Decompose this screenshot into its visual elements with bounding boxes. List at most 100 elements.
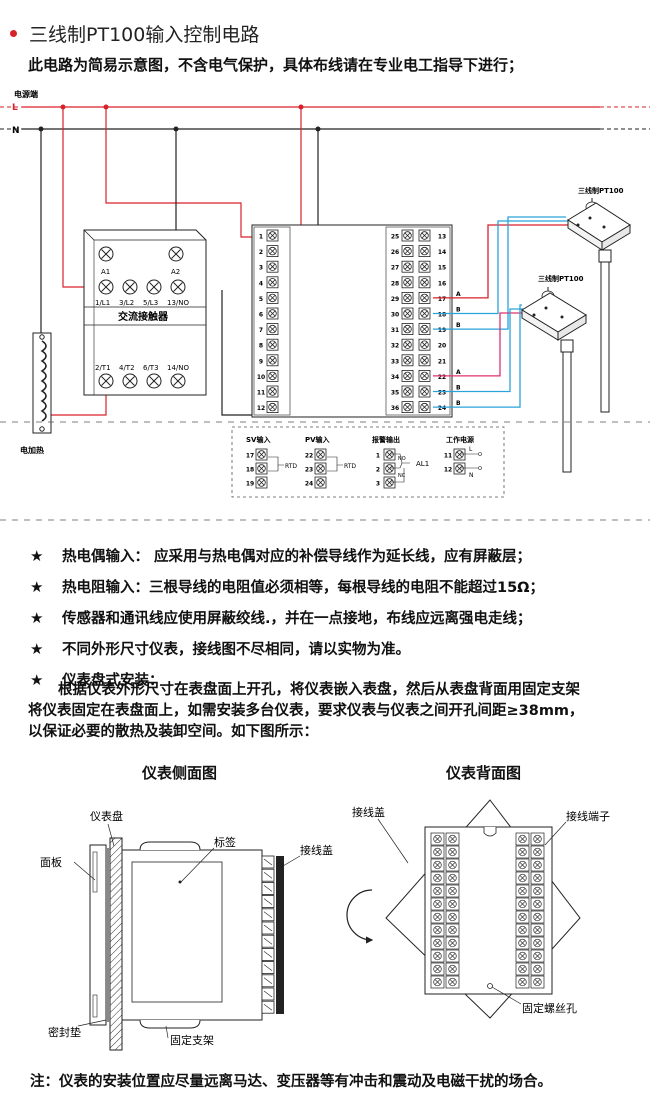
power-source-label: 电源端 <box>14 89 38 99</box>
terminal-number: 3 <box>259 265 263 272</box>
terminal-label: 接线端子 <box>566 809 610 823</box>
notes-list: ★热电偶输入： 应采用与热电偶对应的补偿导线作为延长线，应有屏蔽层； ★热电阻输… <box>30 540 640 695</box>
terminal-number: 12 <box>257 405 265 412</box>
pv-rtd-label: RTD <box>344 463 356 470</box>
back-view-title: 仪表背面图 <box>446 764 522 782</box>
terminal-number: 27 <box>391 265 399 272</box>
legend-terminal-number: 23 <box>305 467 313 474</box>
bracket-top <box>139 841 201 851</box>
wire-tag: B <box>456 307 461 314</box>
terminal-number: 21 <box>438 358 446 365</box>
star-icon: ★ <box>30 577 44 596</box>
star-icon: ★ <box>30 608 44 627</box>
footer-note: 注：仪表的安装位置应尽量远离马达、变压器等有冲击和震动及电磁干扰的场合。 <box>30 1074 552 1090</box>
note-item: ★仪表盘式安装： <box>30 670 164 690</box>
power-n-label: N <box>469 472 474 479</box>
screw-label: 固定螺丝孔 <box>522 1001 577 1015</box>
note-item: ★传感器和通讯线应使用屏蔽绞线.，并在一点接地，布线应远离强电走线； <box>30 608 532 628</box>
heater-label: 电加热 <box>20 445 44 455</box>
sv-rtd-label: RTD <box>285 463 297 470</box>
contactor-top-term: 13/NO <box>167 299 190 307</box>
install-paragraph: 根据仪表外形尺寸在表盘面上开孔，将仪表嵌入表盘，然后从表盘背面用固定支架 将仪表… <box>28 682 584 740</box>
legend-terminal-number: 18 <box>246 467 254 474</box>
alarm-al1-label: AL1 <box>416 460 429 468</box>
mounting-panel <box>109 837 123 1051</box>
page-title: 三线制PT100输入控制电路 <box>29 24 260 46</box>
terminal-number: 11 <box>257 390 265 397</box>
mounting-figures: 仪表盘 面板 标签 接线盖 密封垫 固定支架 接线盖 接线端子 固定螺丝孔 <box>40 799 610 1051</box>
terminal-number: 32 <box>391 343 399 350</box>
bullet-dot-icon <box>10 30 17 37</box>
terminal-number: 24 <box>438 405 446 412</box>
terminal-number: 5 <box>259 296 263 303</box>
back-view-figure: 接线盖 接线端子 固定螺丝孔 <box>346 799 610 1019</box>
terminal-number: 15 <box>438 265 446 272</box>
terminal-number: 18 <box>438 312 446 319</box>
line-l-label: L <box>12 103 18 113</box>
terminal-number: 13 <box>438 234 446 241</box>
cover-label-side: 接线盖 <box>300 843 333 857</box>
wire-tag: A <box>456 291 461 298</box>
contactor-top-term: 5/L3 <box>143 299 158 307</box>
terminal-number: 28 <box>391 280 399 287</box>
terminal-number: 10 <box>257 374 265 381</box>
bracket-label: 固定支架 <box>170 1033 214 1047</box>
wire-tag: B <box>456 385 461 392</box>
alarm-no-label: NO <box>398 456 406 462</box>
note-item: ★不同外形尺寸仪表，接线图不尽相同，请以实物为准。 <box>30 639 410 659</box>
contactor-bottom-term: 4/T2 <box>119 364 135 372</box>
coil-a2-label: A2 <box>171 268 180 276</box>
sensor-1-label: 三线制PT100 <box>578 186 624 195</box>
terminal-number: 31 <box>391 327 399 334</box>
contactor-bottom-term: 2/T1 <box>95 364 111 372</box>
coil-a1-label: A1 <box>101 268 110 276</box>
front-panel <box>89 844 107 1026</box>
contactor-bottom-term: 14/NO <box>167 364 190 372</box>
legend-terminal-number: 2 <box>376 467 380 474</box>
terminal-number: 25 <box>391 234 399 241</box>
wire-tag: B <box>456 400 461 407</box>
terminal-number: 23 <box>438 390 446 397</box>
label-area <box>131 861 223 1003</box>
seal-label: 密封垫 <box>48 1025 81 1039</box>
wire-tag: A <box>456 369 461 376</box>
fixing-screw-hole <box>487 983 493 989</box>
terminal-number: 33 <box>391 358 399 365</box>
terminal-cover <box>276 856 284 1014</box>
legend-terminal-number: 1 <box>376 453 380 460</box>
terminal-number: 8 <box>259 343 263 350</box>
page-subtitle: 此电路为简易示意图，不含电气保护，具体布线请在专业电工指导下进行； <box>28 56 524 74</box>
terminal-number: 35 <box>391 390 399 397</box>
legend-terminal-number: 3 <box>376 481 380 488</box>
terminal-number: 20 <box>438 343 446 350</box>
terminal-number: 22 <box>438 374 446 381</box>
section-title-row: 三线制PT100输入控制电路 <box>10 20 259 47</box>
terminal-number: 4 <box>259 280 263 287</box>
terminal-number: 36 <box>391 405 399 412</box>
panel-label: 仪表盘 <box>90 809 123 823</box>
side-view-title: 仪表侧面图 <box>142 764 218 782</box>
face-label: 面板 <box>40 855 62 869</box>
heater-element <box>32 332 52 434</box>
terminal-legend: SV输入 PV输入 报警输出 工作电源 1718192223241231112 … <box>231 426 505 498</box>
ac-contactor: A1 A2 1/L1 3/L2 5/L3 13/NO 交流接触器 2/T1 4/… <box>83 229 207 396</box>
terminal-number: 16 <box>438 280 446 287</box>
terminal-number: 1 <box>259 234 263 241</box>
terminal-number: 2 <box>259 249 263 256</box>
legend-terminal-number: 19 <box>246 481 254 488</box>
sv-input-title: SV输入 <box>246 435 270 444</box>
terminal-number: 34 <box>391 374 399 381</box>
contactor-top-term: 1/L1 <box>95 299 110 307</box>
bracket-bottom <box>139 1019 201 1029</box>
terminal-number: 19 <box>438 327 446 334</box>
terminal-number: 17 <box>438 296 446 303</box>
legend-terminal-number: 22 <box>305 453 313 460</box>
terminal-number: 6 <box>259 312 263 319</box>
pt100-sensor-2: 三线制PT100 <box>521 274 587 473</box>
tag-label: 标签 <box>214 835 236 849</box>
star-icon: ★ <box>30 639 44 658</box>
line-n-label: N <box>12 126 20 136</box>
terminal-number: 9 <box>259 358 263 365</box>
